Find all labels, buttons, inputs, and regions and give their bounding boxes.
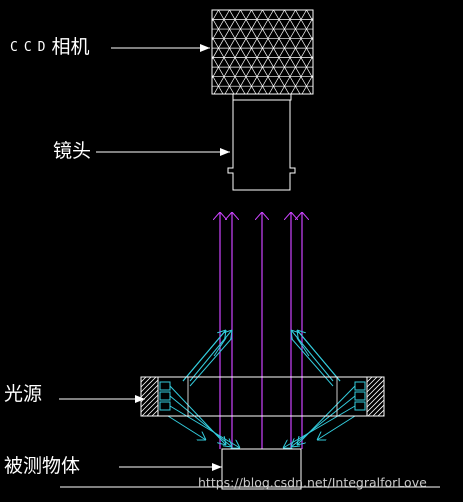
hatch-line — [140, 376, 152, 388]
hatch-line — [257, 10, 307, 94]
light-source-label: 光源 — [4, 383, 43, 405]
watermark: https://blog.csdn.net/IntegralforLove — [198, 475, 427, 490]
hatch-line — [366, 376, 383, 393]
hatch-line — [115, 10, 163, 94]
imaging-rays — [220, 212, 302, 449]
hatch-line — [212, 10, 241, 61]
hatch-line — [212, 17, 257, 94]
lens-label: 镜头 — [53, 140, 92, 162]
hatch-line — [366, 379, 385, 398]
hatch-line — [146, 404, 159, 417]
hatch-line — [340, 10, 388, 94]
reflected-ray — [189, 330, 232, 382]
hatch-line — [301, 74, 313, 94]
reflected-ray — [297, 330, 341, 382]
hatch-line — [367, 399, 385, 417]
hatch-line — [159, 10, 207, 94]
hatch-line — [351, 10, 399, 94]
hatch-line — [141, 399, 159, 417]
hatch-line — [246, 10, 296, 94]
hatch-line — [366, 376, 378, 388]
camera-label: CCD相机 — [10, 36, 90, 59]
hatch-line — [290, 55, 313, 94]
reflected-light-rays — [167, 330, 356, 448]
camera-label-prefix: CCD — [10, 40, 52, 55]
hatch-line — [306, 10, 313, 22]
hatch-line — [212, 74, 224, 94]
hatch-line — [148, 10, 196, 94]
hatch-line — [295, 10, 313, 42]
ccd-camera — [104, 9, 410, 101]
hatch-line — [377, 409, 385, 417]
hatch-line — [229, 10, 279, 94]
hatch-line — [104, 10, 152, 94]
hatch-line — [212, 36, 246, 94]
hatch-line — [153, 10, 201, 94]
hatch-line — [140, 376, 157, 393]
hatch-line — [212, 10, 230, 42]
hatch-line — [273, 10, 313, 80]
hatch-line — [372, 404, 385, 417]
camera-connector — [232, 93, 292, 101]
hatch-line — [235, 10, 285, 94]
reflected-ray — [283, 405, 356, 448]
reflected-ray — [189, 337, 233, 387]
reflected-ray — [317, 415, 356, 440]
hatch-line — [240, 10, 290, 94]
hatch-line — [212, 10, 219, 22]
hatch-line — [366, 389, 385, 408]
object-under-test — [60, 448, 440, 490]
hatch-line — [279, 36, 313, 94]
camera-label-text: 相机 — [51, 36, 90, 58]
hatch-line — [213, 10, 263, 94]
hatch-line — [268, 17, 313, 94]
hatch-line — [251, 10, 301, 94]
light-ring-left-section — [140, 376, 189, 417]
hatch-line — [366, 376, 373, 383]
hatch-line — [140, 394, 159, 413]
reflected-ray — [167, 415, 206, 440]
object-label: 被测物体 — [4, 455, 81, 477]
lens — [227, 100, 296, 191]
reflected-ray — [291, 395, 356, 447]
hatch-line — [382, 414, 385, 417]
reflected-ray — [213, 337, 227, 357]
hatch-line — [329, 10, 377, 94]
hatch-line — [284, 10, 313, 61]
hatch-line — [224, 10, 274, 94]
hatch-line — [366, 384, 385, 403]
reflected-ray — [169, 395, 232, 447]
hatch-line — [262, 10, 312, 94]
hatch-line — [318, 10, 366, 94]
hatch-line — [151, 409, 159, 417]
reflected-ray — [296, 337, 310, 357]
object-body — [221, 448, 302, 490]
hatch-line — [212, 93, 213, 94]
hatch-line — [366, 394, 385, 413]
camera-hatch-pattern — [104, 10, 410, 94]
hatch-line — [137, 10, 185, 94]
hatch-line — [140, 376, 147, 383]
hatch-line — [362, 10, 410, 94]
reflected-ray — [291, 330, 334, 382]
light-ring-right-section — [336, 376, 385, 417]
hatch-line — [312, 93, 313, 94]
hatch-line — [218, 10, 268, 94]
hatch-line — [140, 389, 159, 408]
hatch-line — [140, 379, 159, 398]
reflected-ray — [182, 330, 226, 382]
reflected-ray — [290, 337, 334, 387]
reflected-ray — [169, 405, 240, 448]
hatch-line — [212, 10, 252, 80]
hatch-line — [212, 55, 235, 94]
hatch-line — [126, 10, 174, 94]
